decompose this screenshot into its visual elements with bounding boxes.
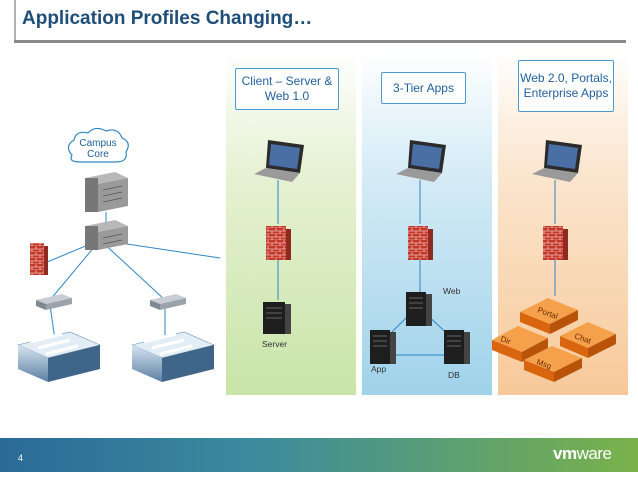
page-number: 4: [18, 453, 24, 463]
switch-icon: [85, 220, 128, 250]
firewall-icon: [543, 226, 568, 260]
server-label: Server: [262, 339, 287, 349]
cloud-icon: [67, 127, 129, 163]
switch-icon: [150, 294, 186, 310]
laptop-icon: [532, 140, 582, 182]
laptop-icon: [254, 140, 304, 182]
firewall-icon: [408, 226, 433, 260]
web-node-label: Web: [443, 286, 461, 296]
laptop-icon: [396, 140, 446, 182]
web20-label: Web 2.0, Portals, Enterprise Apps: [518, 60, 614, 112]
title-divider: [14, 40, 626, 43]
app-block-icon: [560, 322, 616, 358]
page-title: Application Profiles Changing…: [22, 8, 313, 29]
app-block-icon: [524, 346, 582, 382]
firewall-icon: [30, 243, 48, 275]
dir-block-label: Dir: [499, 334, 512, 346]
server-icon: [406, 292, 432, 326]
footer-bar: [0, 438, 638, 472]
server-icon: [444, 330, 470, 364]
firewall-icon: [266, 226, 291, 260]
three-tier-label: 3-Tier Apps: [381, 72, 466, 104]
vmware-logo: vmware: [553, 444, 612, 463]
client-server-label: Client – Server & Web 1.0: [235, 68, 339, 110]
router-icon: [85, 172, 128, 212]
campus-links: [39, 239, 221, 341]
app-block-icon: [492, 326, 548, 362]
switch-icon: [36, 294, 72, 310]
server-rack-icon: [17, 331, 101, 382]
app-block-icon: [520, 298, 578, 334]
app-node-label: App: [371, 364, 386, 374]
title-accent-line: [14, 0, 16, 42]
server-icon: [370, 330, 396, 364]
server-icon: [263, 302, 291, 334]
campus-core-label: Campus Core: [79, 138, 117, 160]
db-node-label: DB: [448, 370, 460, 380]
server-rack-icon: [131, 331, 215, 382]
